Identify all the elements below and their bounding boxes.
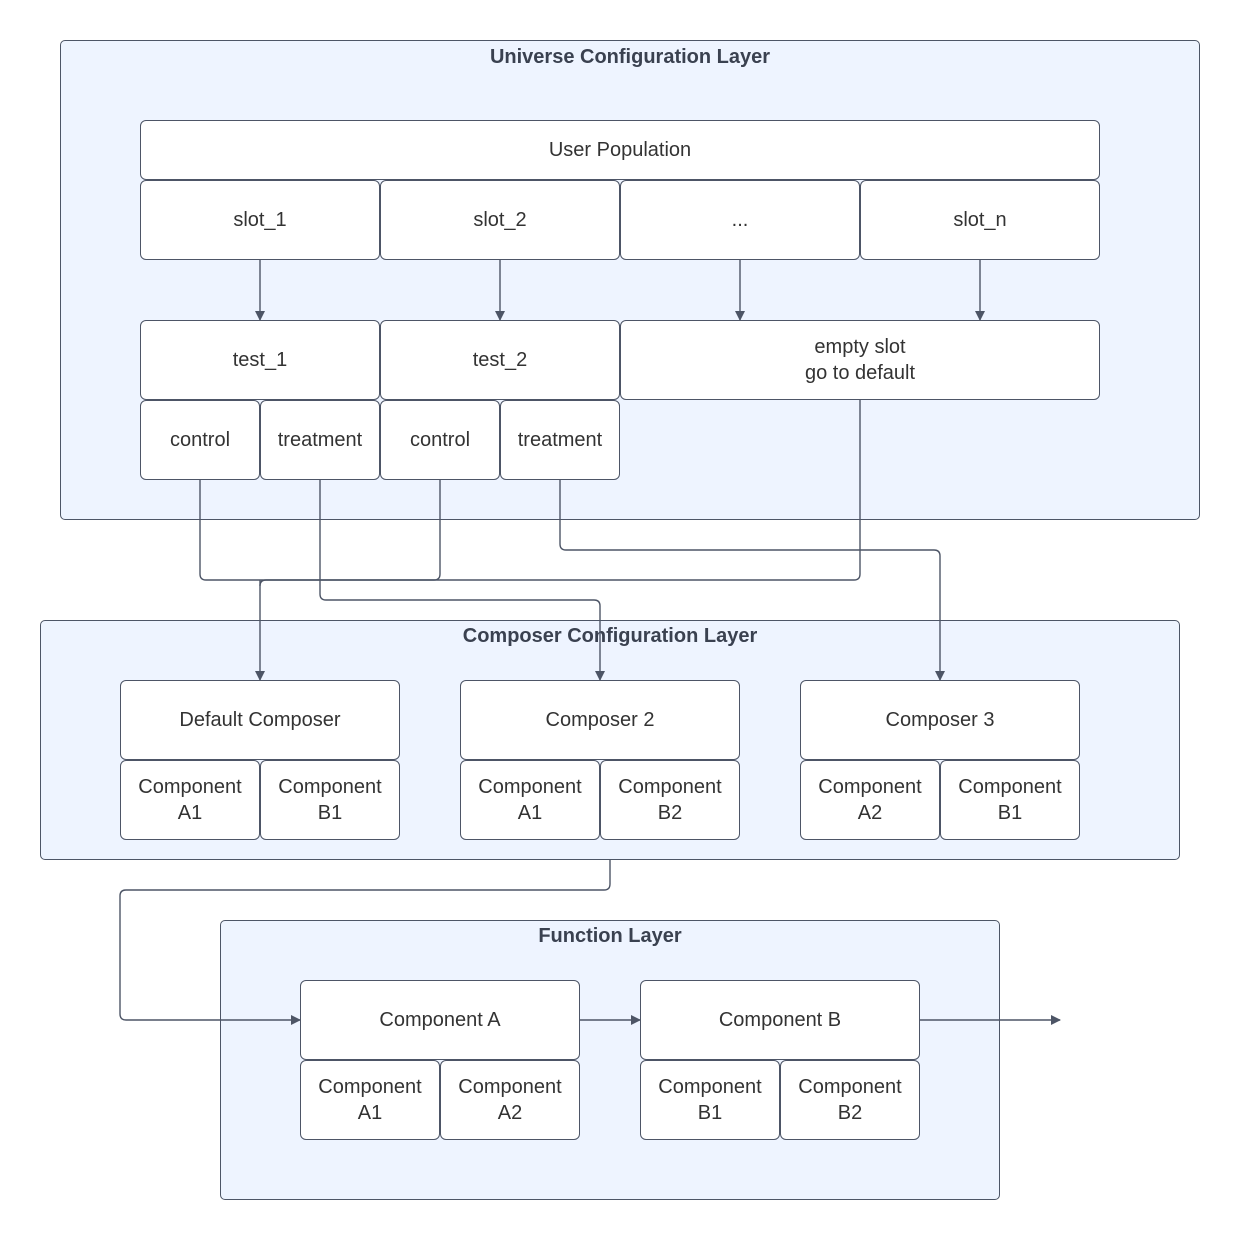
test-2-control-box: control [380, 400, 500, 480]
composer-2-component-a1: Component A1 [460, 760, 600, 840]
component-a1-box: Component A1 [300, 1060, 440, 1140]
slot-ellipsis-box: ... [620, 180, 860, 260]
composer-3-box: Composer 3 [800, 680, 1080, 760]
composer-3-component-a2: Component A2 [800, 760, 940, 840]
test-1-box: test_1 [140, 320, 380, 400]
composer-2-box: Composer 2 [460, 680, 740, 760]
universe-layer-title: Universe Configuration Layer [489, 46, 771, 68]
default-composer-component-b1: Component B1 [260, 760, 400, 840]
component-b2-box: Component B2 [780, 1060, 920, 1140]
test-1-control-box: control [140, 400, 260, 480]
composer-layer-title: Composer Configuration Layer [462, 625, 758, 647]
default-composer-component-a1: Component A1 [120, 760, 260, 840]
test-2-box: test_2 [380, 320, 620, 400]
component-b1-box: Component B1 [640, 1060, 780, 1140]
slot-1-box: slot_1 [140, 180, 380, 260]
composer-2-component-b2: Component B2 [600, 760, 740, 840]
test-1-treatment-box: treatment [260, 400, 380, 480]
composer-3-component-b1: Component B1 [940, 760, 1080, 840]
default-composer-box: Default Composer [120, 680, 400, 760]
function-layer-title: Function Layer [538, 925, 682, 947]
empty-slot-box: empty slot go to default [620, 320, 1100, 400]
user-population-box: User Population [140, 120, 1100, 180]
component-a-box: Component A [300, 980, 580, 1060]
component-a2-box: Component A2 [440, 1060, 580, 1140]
component-b-box: Component B [640, 980, 920, 1060]
slot-2-box: slot_2 [380, 180, 620, 260]
test-2-treatment-box: treatment [500, 400, 620, 480]
slot-n-box: slot_n [860, 180, 1100, 260]
